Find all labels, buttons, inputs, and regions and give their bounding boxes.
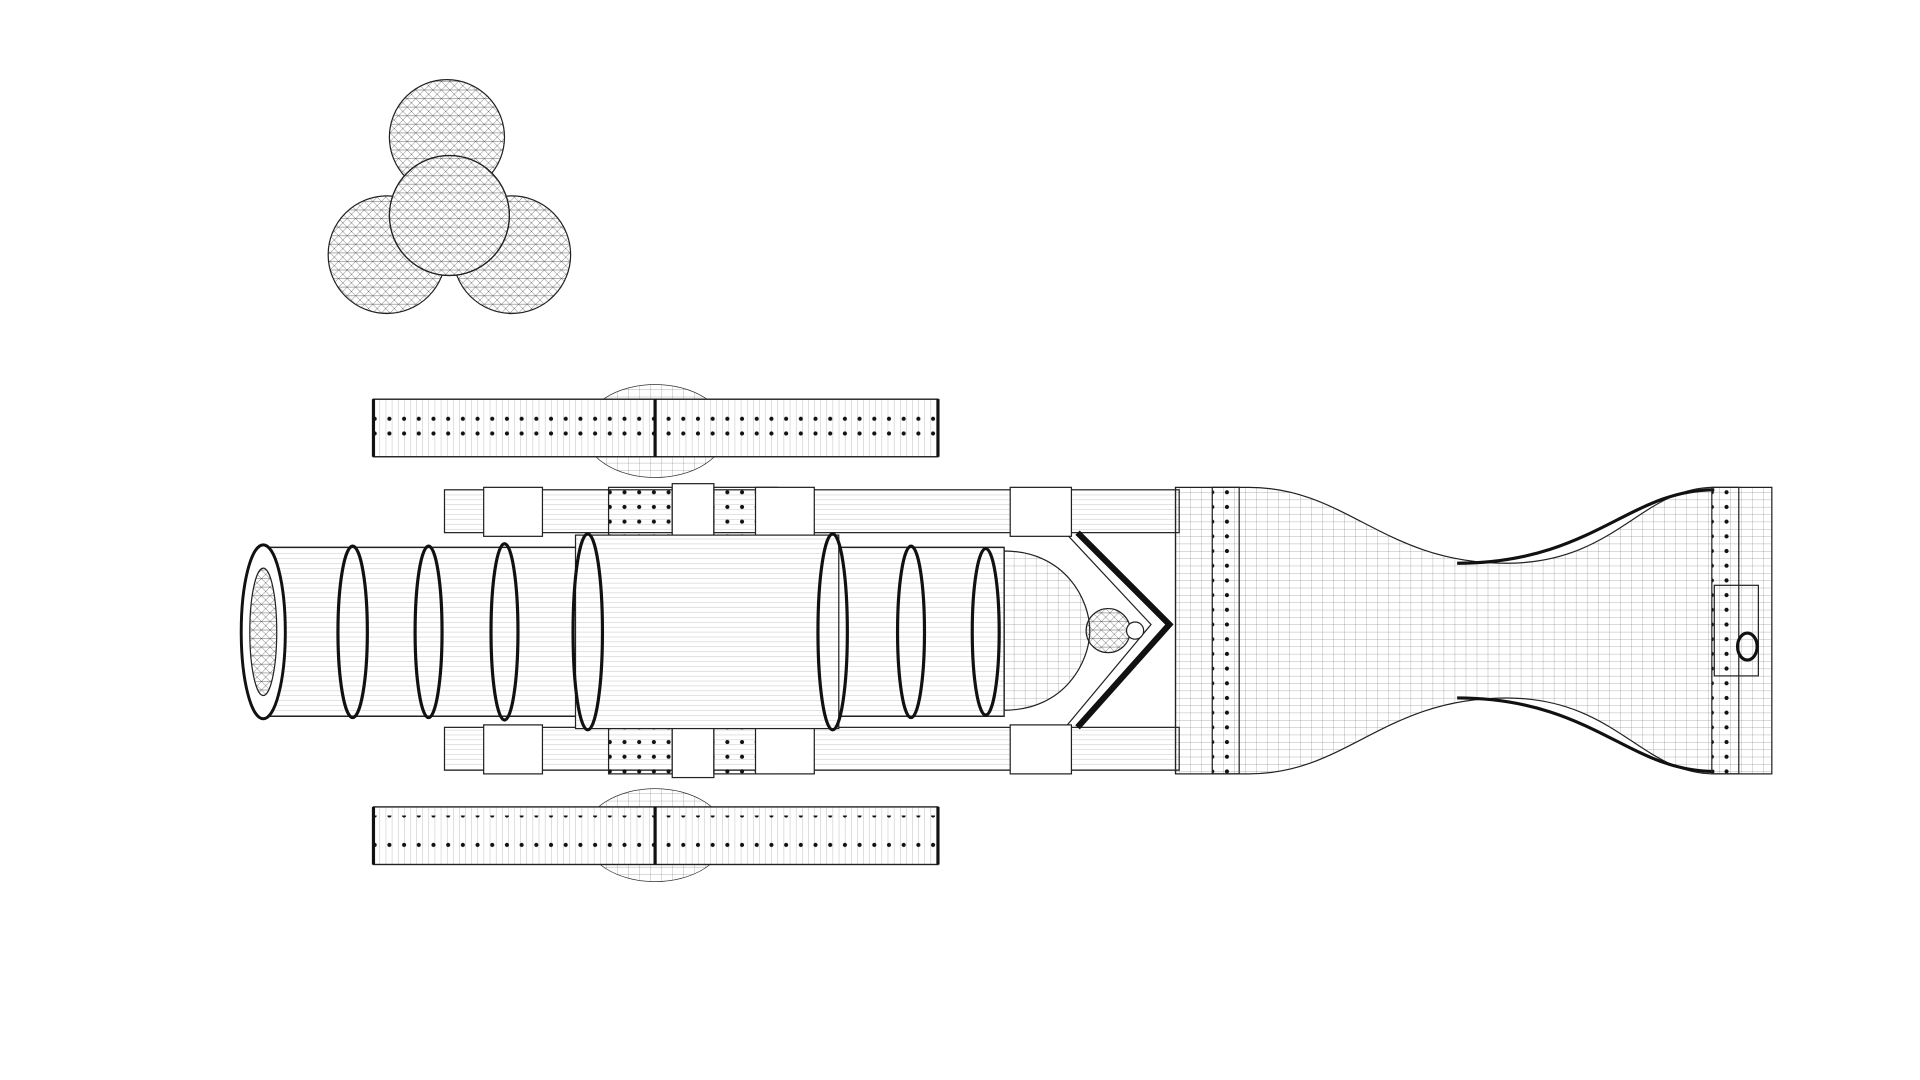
cannon-barrel	[239, 532, 1145, 732]
wheel-top	[371, 384, 940, 478]
carriage-rails	[443, 483, 1180, 779]
wheel-bottom	[371, 788, 940, 882]
carriage-trail	[1174, 486, 1773, 775]
ring-icon	[1735, 631, 1759, 662]
cannonball-stack	[327, 78, 572, 315]
